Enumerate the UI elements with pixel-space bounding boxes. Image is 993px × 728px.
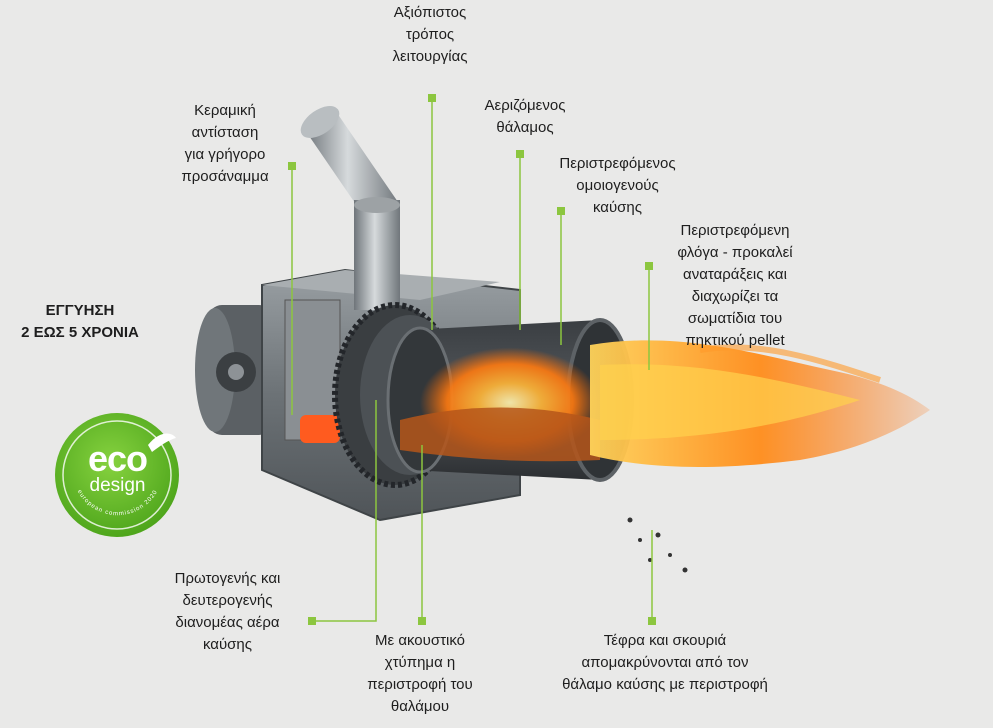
label-ceramic-igniter: Κεραμική αντίσταση για γρήγορο προσάναμμ… [181,102,269,185]
eco-ring-label: european commission 2020 [76,489,158,517]
label-rotating-flame: Περιστρεφόμενη φλόγα - προκαλεί αναταράξ… [677,222,793,349]
feed-pipe [300,106,400,310]
callout-lines [291,98,653,622]
ash-particles [627,517,688,573]
warranty-text: ΕΓΓΥΗΣΗ 2 ΕΩΣ 5 ΧΡΟΝΙΑ [21,302,139,341]
eco-design-logo [55,413,179,537]
label-aerated-chamber: Αεριζόμενος θάλαμος [484,97,566,136]
label-rotating-homogeneous-combustion: Περιστρεφόμενος ομοιογενούς καύσης [559,155,676,216]
eco-ring-text: european commission 2020 [76,489,159,517]
flame [590,340,930,467]
eco-main-text: eco [87,438,148,479]
leaf-icon [148,433,176,452]
svg-text:european commission 2020: european commission 2020 [76,489,159,517]
label-acoustic-rotation: Με ακουστικό χτύπημα η περιστροφή του θα… [367,632,473,715]
callout-markers [288,94,656,625]
motor-housing [195,305,273,435]
label-ash-removal: Τέφρα και σκουριά απομακρύνονται από τον… [562,632,768,693]
eco-logo-text: eco design european commission 2020 [55,413,180,538]
label-air-distributor: Πρωτογενής και δευτερογενής διανομέας αέ… [174,570,281,653]
eco-sub-text: design [89,475,146,496]
label-reliable-operation: Αξιόπιστος τρόπος λειτουργίας [392,4,468,65]
